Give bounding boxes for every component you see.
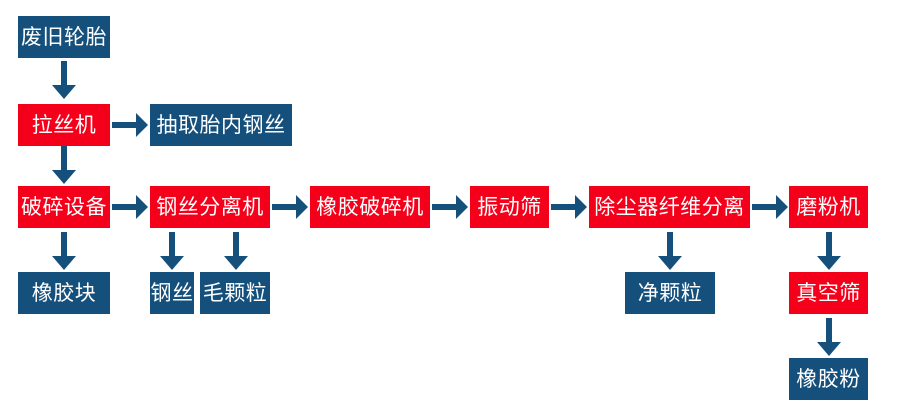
flow-node-n13: 净颗粒 bbox=[625, 272, 715, 314]
arrow-right-icon bbox=[432, 189, 468, 225]
arrow-down-icon bbox=[811, 232, 847, 270]
flow-node-n10: 橡胶块 bbox=[18, 272, 110, 314]
arrow-right-icon bbox=[112, 189, 148, 225]
arrow-right-icon bbox=[752, 189, 788, 225]
arrow-down-icon bbox=[218, 232, 254, 270]
flow-node-n1: 废旧轮胎 bbox=[18, 16, 110, 58]
flow-node-n12: 毛颗粒 bbox=[200, 272, 270, 314]
arrow-right-icon bbox=[551, 189, 587, 225]
arrow-right-icon bbox=[112, 107, 148, 143]
flow-node-n7: 振动筛 bbox=[470, 186, 549, 228]
flow-node-n8: 除尘器纤维分离 bbox=[589, 186, 750, 228]
flow-node-n15: 橡胶粉 bbox=[789, 358, 868, 400]
flow-node-n5: 钢丝分离机 bbox=[150, 186, 270, 228]
flow-node-n3: 抽取胎内钢丝 bbox=[150, 104, 292, 146]
arrow-down-icon bbox=[154, 232, 190, 270]
arrow-down-icon bbox=[46, 232, 82, 270]
arrow-down-icon bbox=[46, 146, 82, 184]
arrow-right-icon bbox=[272, 189, 308, 225]
flow-node-n14: 真空筛 bbox=[789, 272, 868, 314]
flow-node-n2: 拉丝机 bbox=[18, 104, 110, 146]
flow-node-n11: 钢丝 bbox=[150, 272, 194, 314]
flow-node-n4: 破碎设备 bbox=[18, 186, 110, 228]
flow-node-n9: 磨粉机 bbox=[789, 186, 868, 228]
arrow-down-icon bbox=[652, 232, 688, 270]
arrow-down-icon bbox=[46, 60, 82, 100]
flow-node-n6: 橡胶破碎机 bbox=[310, 186, 430, 228]
arrow-down-icon bbox=[811, 318, 847, 356]
